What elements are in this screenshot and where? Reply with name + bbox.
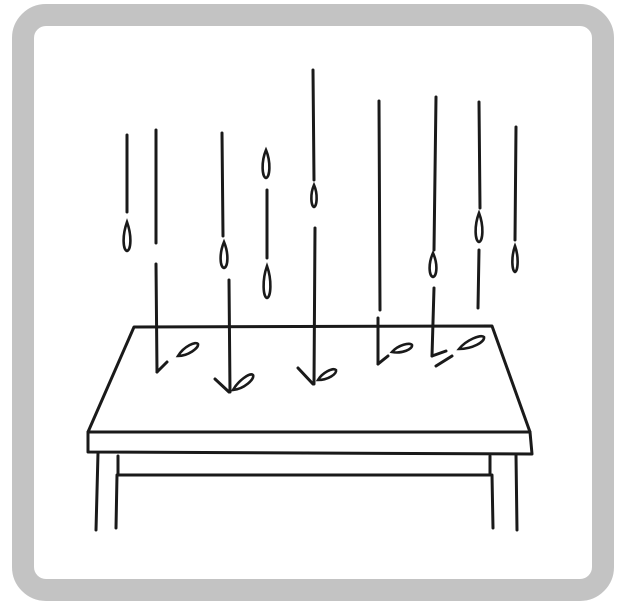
rain-drop (264, 266, 271, 298)
rain-streak (229, 280, 230, 392)
rain-streak (434, 97, 436, 250)
splash-droplet (178, 343, 198, 356)
rain-streaks (127, 70, 516, 310)
rain-streak (313, 70, 314, 180)
rain-streak (478, 250, 479, 308)
splashes (157, 336, 484, 392)
splash (436, 356, 452, 366)
rain-drop (221, 242, 228, 268)
rain-streak (379, 101, 380, 310)
table-apron (118, 456, 490, 475)
rain-streak (432, 288, 434, 356)
splash (215, 379, 229, 392)
rain-drop (476, 213, 483, 242)
rain-streak (222, 133, 223, 236)
splash-droplet (392, 344, 412, 353)
table-top-edge (88, 432, 532, 454)
table-leg-left-outer (96, 453, 98, 530)
rain-drop (263, 150, 270, 178)
table (88, 326, 532, 530)
table-leg-left-inner (116, 475, 117, 528)
rain-streaks-lower (156, 228, 479, 392)
splash (298, 368, 313, 384)
splash (432, 351, 446, 356)
splash (157, 362, 167, 372)
rain-drops (124, 150, 518, 298)
splash-droplet (318, 369, 336, 380)
splash-droplet (459, 336, 484, 349)
splash-droplet (233, 374, 253, 390)
rain-drop (430, 253, 437, 277)
rain-streak (515, 127, 516, 240)
rain-streak (156, 264, 157, 372)
rain-drop (311, 185, 316, 207)
rain-drop (512, 246, 517, 272)
table-leg-right-inner (492, 475, 493, 528)
rain-streak (314, 228, 315, 384)
rain-drop (124, 222, 131, 251)
rain-streak (479, 102, 480, 208)
table-leg-right-outer (516, 455, 517, 530)
